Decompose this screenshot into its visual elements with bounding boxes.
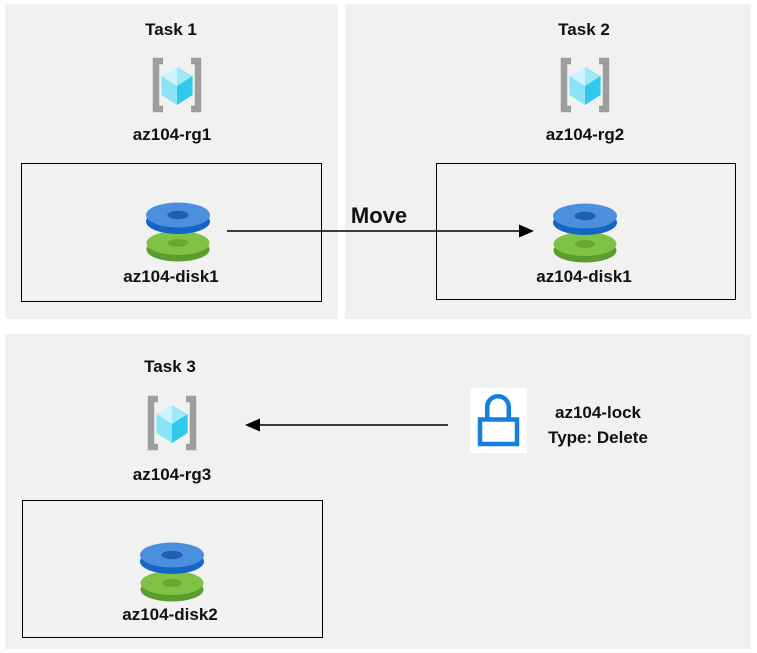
arrowhead-left-icon: [245, 418, 260, 432]
cube-top-left: [569, 67, 585, 86]
green-disk-hole: [575, 240, 595, 248]
lock-arrow: [245, 418, 448, 432]
cube-top-left: [161, 67, 177, 86]
lock-shackle: [485, 394, 511, 419]
lock-icon: [477, 394, 520, 447]
lock-badge: [470, 388, 527, 453]
task1-title: Task 1: [145, 20, 197, 39]
move-arrow: [227, 224, 534, 238]
green-disk-hole: [168, 239, 188, 247]
disk-icon: [146, 202, 210, 262]
task3-disk-label: az104-disk2: [122, 605, 218, 624]
disk-icon: [553, 203, 617, 263]
cube-top-right: [585, 67, 601, 86]
resource-group-icon: [152, 57, 202, 113]
task3-title: Task 3: [144, 357, 196, 376]
task2-panel: Task 2 az104-rg2 az104-disk1: [345, 4, 751, 319]
cube-left-face: [161, 76, 177, 105]
task3-panel: Task 3 az104-rg3 az104-disk2: [5, 334, 751, 649]
cube-right-face: [172, 414, 188, 443]
task2-disk-label: az104-disk1: [536, 267, 632, 286]
cube-top-right: [172, 405, 188, 424]
resource-group-icon: [560, 57, 610, 113]
right-bracket-shape: [599, 57, 610, 113]
task3-disk-box: [22, 500, 323, 638]
left-bracket-shape: [560, 57, 571, 113]
cube-right-face: [585, 76, 601, 105]
right-bracket-shape: [191, 57, 202, 113]
blue-disk-hole: [167, 210, 189, 220]
task3-rg-label: az104-rg3: [132, 465, 212, 484]
cube-left-face: [156, 414, 172, 443]
disk-icon: [140, 542, 204, 602]
cube-right-face: [177, 76, 193, 105]
right-bracket-shape: [186, 395, 197, 451]
resource-group-icon: [147, 395, 197, 451]
lock-annotation: az104-lock Type: Delete: [548, 400, 648, 450]
blue-disk-hole: [161, 550, 183, 560]
task1-panel: Task 1 az104-rg1 az104-disk1: [5, 4, 338, 319]
task1-disk-label: az104-disk1: [123, 267, 219, 286]
left-bracket-shape: [147, 395, 158, 451]
green-disk-hole: [162, 579, 182, 587]
cube-top-left: [156, 405, 172, 424]
blue-disk-hole: [574, 211, 596, 221]
arrowhead-right-icon: [519, 224, 534, 238]
task2-title: Task 2: [558, 20, 610, 39]
task2-rg-label: az104-rg2: [545, 125, 625, 144]
cube-top-right: [177, 67, 193, 86]
lock-name: az104-lock: [554, 403, 641, 422]
move-label: Move: [350, 203, 408, 228]
task1-disk-box: [21, 163, 322, 302]
left-bracket-shape: [152, 57, 163, 113]
cube-left-face: [569, 76, 585, 105]
lock-body: [477, 417, 520, 447]
lock-type: Type: Delete: [548, 428, 648, 447]
task1-rg-label: az104-rg1: [132, 125, 212, 144]
